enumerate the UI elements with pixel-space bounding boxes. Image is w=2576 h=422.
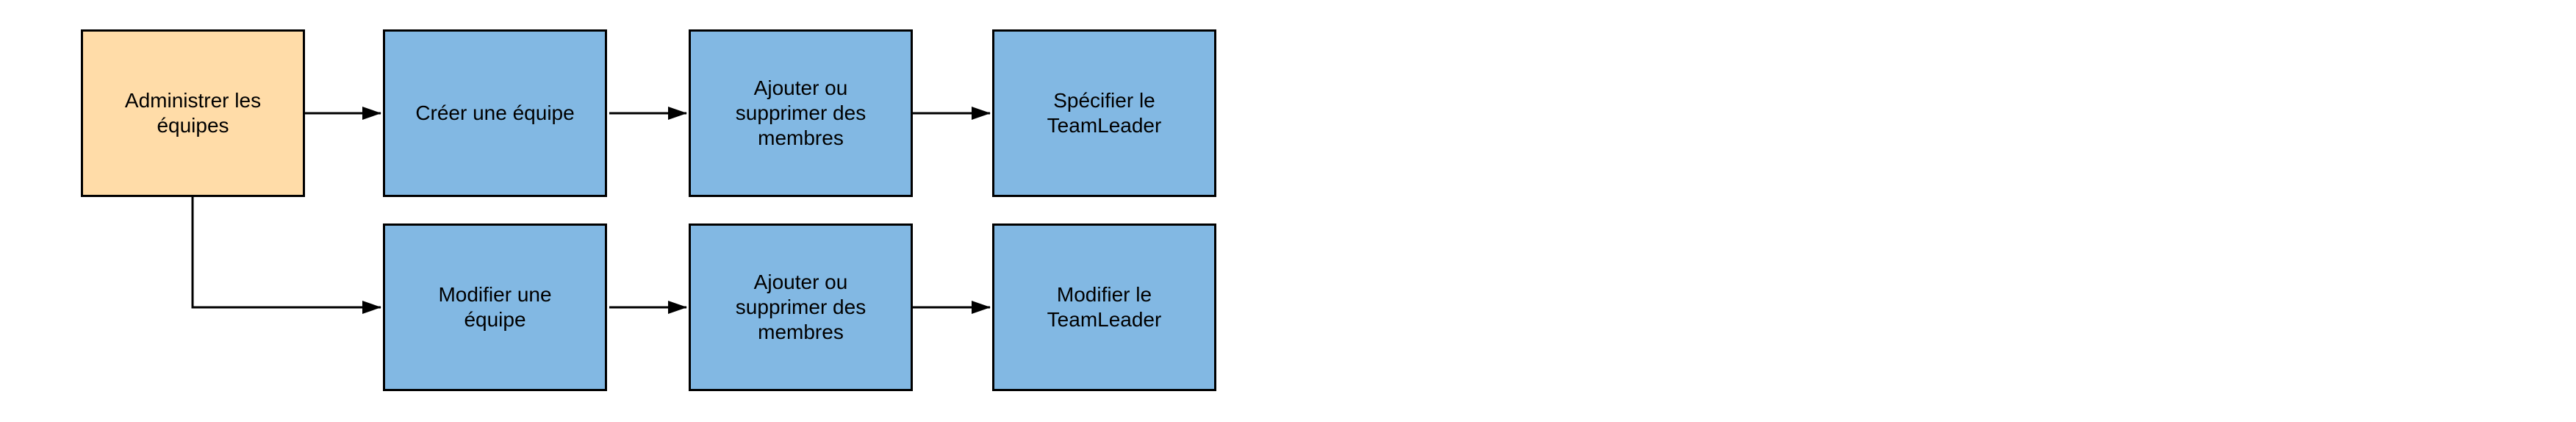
node-administrer-les-equipes: Administrer les équipes <box>81 29 305 197</box>
node-label: Administrer les équipes <box>124 88 262 137</box>
node-specifier-teamleader: Spécifier le TeamLeader <box>992 29 1216 197</box>
node-label: Modifier une équipe <box>438 282 552 331</box>
node-label: Créer une équipe <box>415 101 575 124</box>
node-label: Modifier le TeamLeader <box>1047 282 1162 331</box>
node-label: Ajouter ou supprimer des membres <box>735 76 867 150</box>
node-ajouter-supprimer-membres-2: Ajouter ou supprimer des membres <box>689 223 913 391</box>
node-modifier-teamleader: Modifier le TeamLeader <box>992 223 1216 391</box>
node-modifier-une-equipe: Modifier une équipe <box>383 223 607 391</box>
node-label: Ajouter ou supprimer des membres <box>735 270 867 344</box>
node-label: Spécifier le TeamLeader <box>1047 88 1162 137</box>
arrow-root-to-modifier-equipe <box>191 197 381 314</box>
node-ajouter-supprimer-membres-1: Ajouter ou supprimer des membres <box>689 29 913 197</box>
node-creer-une-equipe: Créer une équipe <box>383 29 607 197</box>
